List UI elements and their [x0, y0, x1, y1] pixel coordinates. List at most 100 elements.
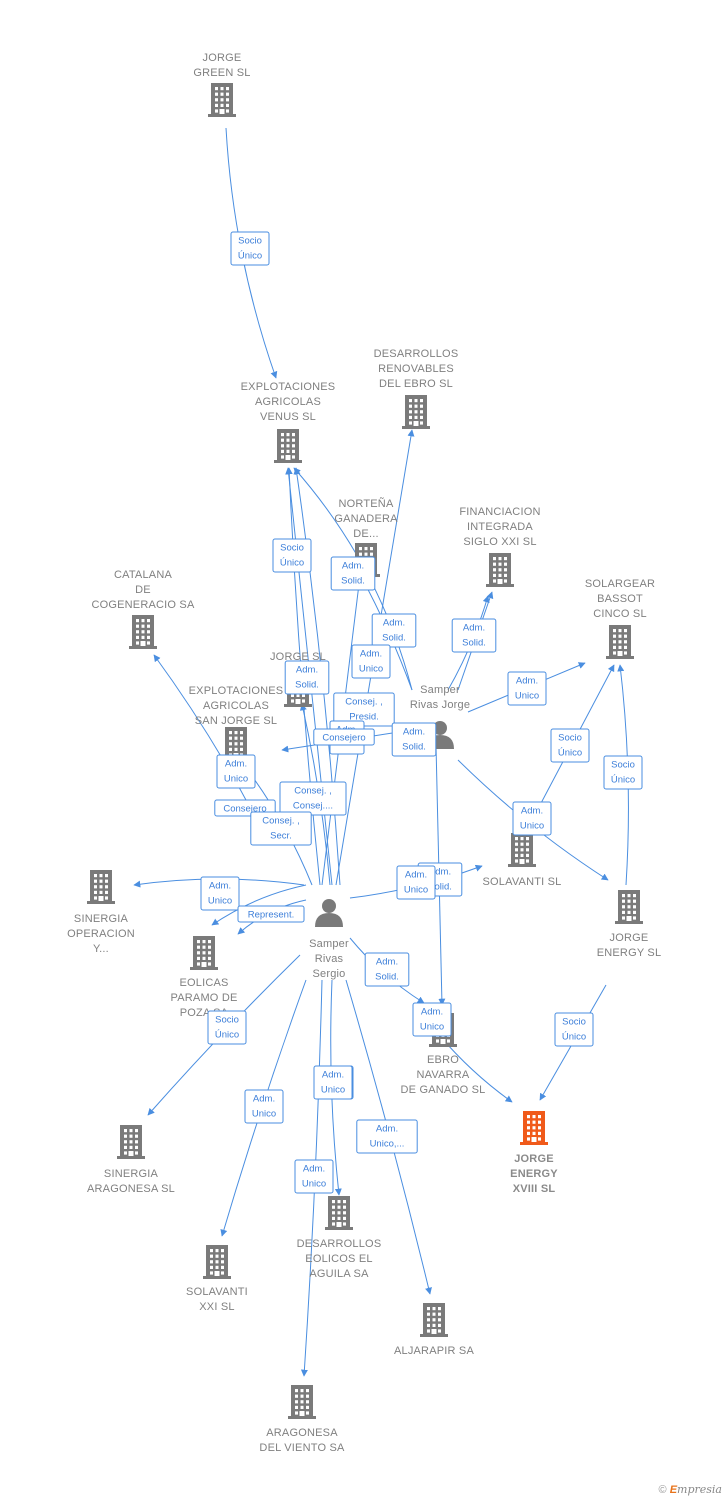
edge-label-text: Socio	[562, 1017, 586, 1028]
node-label: SOLAVANTI SL	[482, 876, 561, 888]
edge-label-e-adm-unico-sinergia[interactable]: Adm.Unico	[200, 876, 240, 911]
edge-label-text: Adm.	[253, 1094, 275, 1105]
node-label: CINCO SL	[593, 608, 647, 620]
edge-label-e-adm-solid-nortena[interactable]: Adm. Solid.	[330, 556, 376, 591]
edge-label-e-adm-unico-ebro[interactable]: Adm.Unico	[412, 1002, 452, 1037]
edge-label-e-consej-secr[interactable]: Consej. ,Secr.	[250, 811, 312, 846]
relation-edge-15	[211, 884, 307, 926]
building-icon	[274, 429, 302, 463]
node-label: EOLICAS	[179, 977, 228, 989]
edge-label-text: Unico,...	[370, 1139, 405, 1150]
node-sinergia-op[interactable]: SINERGIAOPERACIONY...	[67, 870, 135, 955]
edge-label-text: Único	[562, 1032, 586, 1043]
node-solavanti-sl[interactable]: SOLAVANTI SL	[482, 833, 561, 888]
edge-label-e-adm-solid-desarrollos[interactable]: Adm.Solid.	[371, 613, 417, 648]
node-label: SIGLO XXI SL	[463, 536, 536, 548]
node-aljarapir[interactable]: ALJARAPIR SA	[394, 1303, 475, 1357]
node-label: SOLARGEAR	[585, 578, 655, 590]
edge-label-e-adm-unico-solavanti[interactable]: Adm.Unico	[512, 801, 552, 836]
edge-label-text: Unico	[224, 774, 248, 785]
edge-label-text: Adm.	[383, 618, 405, 629]
edge-label-text: Consej....	[293, 801, 333, 812]
edge-label-e-adm-unico-solargear[interactable]: Adm.Unico	[507, 671, 547, 706]
node-label: DEL EBRO SL	[379, 378, 453, 390]
node-label: DE...	[353, 528, 378, 540]
edge-label-text: Adm.	[342, 561, 364, 572]
node-label: AGRICOLAS	[203, 700, 269, 712]
edge-label-text: Solid.	[341, 576, 365, 587]
edge-label-e-adm-unico-aljarapir[interactable]: Adm. Unico,...	[356, 1119, 418, 1154]
node-label: GANADERA	[334, 513, 398, 525]
node-label: ALJARAPIR SA	[394, 1345, 475, 1357]
node-label: Rivas	[315, 953, 344, 965]
edge-label-e-represent[interactable]: Represent.	[237, 905, 305, 923]
node-label: SAN JORGE SL	[195, 715, 277, 727]
building-icon	[615, 890, 643, 924]
edge-label-text: Adm.	[405, 870, 427, 881]
edge-label-text: Adm.	[429, 867, 451, 878]
edge-label-text: Solid.	[295, 680, 319, 691]
edge-label-text: Socio	[280, 543, 304, 554]
edge-label-text: Solid.	[462, 638, 486, 649]
edge-label-text: Adm.	[376, 1124, 398, 1135]
edge-label-text: Adm.	[303, 1164, 325, 1175]
node-label: SOLAVANTI	[186, 1286, 248, 1298]
edge-label-text: Solid.	[375, 972, 399, 983]
node-solavanti-xxi[interactable]: SOLAVANTI XXI SL	[186, 1245, 248, 1313]
edge-label-text: Unico	[359, 664, 383, 675]
node-label: BASSOT	[597, 593, 643, 605]
edge-label-text: Secr.	[270, 831, 292, 842]
edge-label-e-adm-unico-viento[interactable]: Adm.Unico	[313, 1065, 353, 1100]
edge-label-e-adm-unico-arag[interactable]: Adm.Unico	[244, 1089, 284, 1124]
node-label: JORGE	[203, 52, 242, 64]
edge-label-e-adm-unico-center[interactable]: Adm.Unico	[351, 644, 391, 679]
edge-label-e-adm-unico-sanjorge[interactable]: Adm.Unico	[216, 754, 256, 789]
edge-label-text: Unico	[208, 896, 232, 907]
edge-label-text: Adm.	[322, 1070, 344, 1081]
edge-label-text: Unico	[420, 1022, 444, 1033]
edge-label-e-adm-solid-jorge[interactable]: Adm.Solid.	[391, 722, 437, 757]
edge-label-text: Único	[558, 748, 582, 759]
edge-label-text: Presid.	[349, 712, 379, 723]
edge-label-e-adm-unico-solavanti2[interactable]: Adm. Unico	[396, 865, 436, 900]
edge-label-text: Consejero	[223, 804, 266, 815]
edge-label-e-adm-unico-solxxi[interactable]: Adm.Unico	[294, 1159, 334, 1194]
edge-label-e-adm-solid-financ[interactable]: Adm.Solid.	[451, 618, 497, 653]
edge-label-e-consejero-1[interactable]: Consejero	[313, 728, 375, 746]
edge-label-text: Unico	[404, 885, 428, 896]
node-solargear[interactable]: SOLARGEAR BASSOT CINCO SL	[585, 578, 655, 659]
edge-label-text: Consej. ,	[345, 697, 383, 708]
node-label: ENERGY	[510, 1168, 558, 1180]
node-label: NORTEÑA	[339, 497, 394, 510]
node-label: XXI SL	[199, 1301, 234, 1313]
edge-label-e-consej-consej[interactable]: Consej. ,Consej....	[279, 781, 347, 816]
edge-label-e-adm-solid-jorgesl[interactable]: Adm.Solid.	[284, 660, 330, 695]
node-label: EBRO	[427, 1054, 459, 1066]
edge-label-e-adm-solid-ebro[interactable]: Adm.Solid.	[364, 952, 410, 987]
node-label: ENERGY SL	[597, 947, 662, 959]
edge-label-text: Solid.	[428, 882, 452, 893]
node-label: INTEGRADA	[467, 521, 533, 533]
